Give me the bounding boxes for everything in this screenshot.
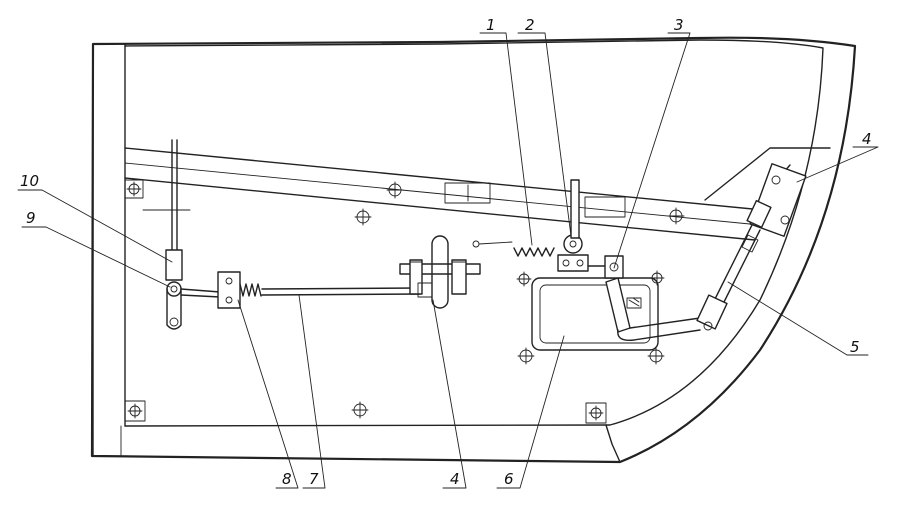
bolt-icon — [667, 207, 685, 225]
bolt-icon — [351, 401, 369, 419]
callout-label-4-top: 4 — [862, 130, 872, 148]
door-panel-outline — [90, 36, 857, 464]
callout-label-3: 3 — [674, 16, 684, 34]
callout-label-5: 5 — [850, 338, 860, 356]
cross-beam — [124, 147, 764, 241]
handle-recess — [531, 277, 659, 351]
diagonal-link-arm — [696, 163, 807, 331]
callout-label-6: 6 — [504, 470, 514, 488]
callout-label-7: 7 — [309, 470, 319, 488]
callout-label-9: 9 — [26, 209, 36, 227]
pivot-lever — [557, 179, 611, 272]
bolt-icon — [517, 347, 535, 365]
bolt-icon — [354, 208, 372, 226]
bolt-icon — [516, 271, 532, 287]
callout-labels: 1 2 3 4 5 10 9 8 7 4 6 — [20, 16, 872, 488]
callout-label-10: 10 — [20, 172, 39, 190]
spring-assembly — [217, 271, 262, 309]
leader-lines — [17, 32, 879, 489]
callout-label-2: 2 — [525, 16, 535, 34]
bolt-icon — [124, 400, 146, 422]
horizontal-rod — [261, 287, 421, 296]
return-spring — [472, 240, 555, 257]
callout-label-8: 8 — [282, 470, 292, 488]
vertical-rod-assembly — [142, 139, 221, 330]
callout-label-4-bottom: 4 — [450, 470, 460, 488]
slotted-bracket — [399, 235, 481, 309]
bolt-icon — [386, 181, 404, 199]
callout-label-1: 1 — [486, 16, 496, 34]
bolt-icon — [585, 402, 607, 424]
latch-lever — [604, 255, 701, 341]
bolt-icon — [647, 347, 665, 365]
bolt-icon — [124, 179, 144, 199]
mounting-bolts — [124, 179, 685, 424]
